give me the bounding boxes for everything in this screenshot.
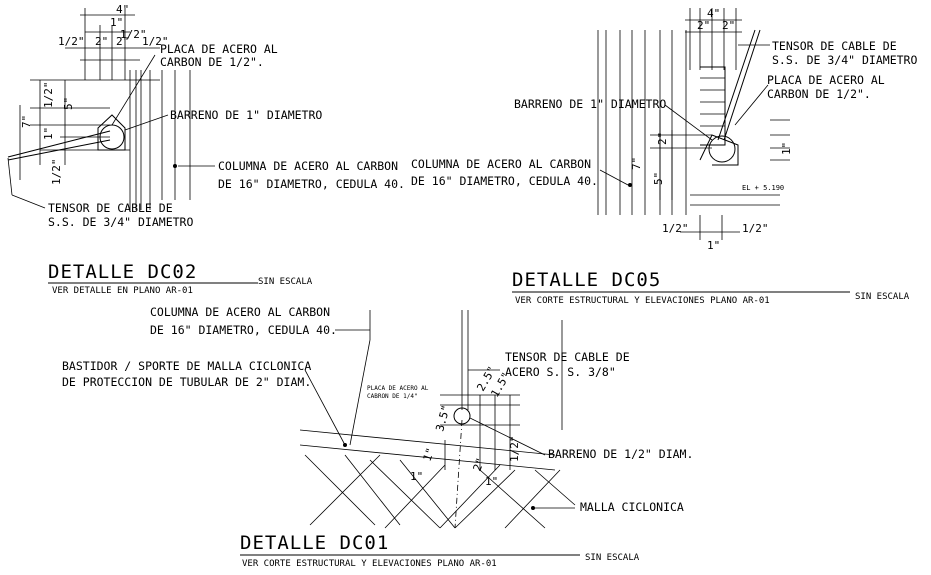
dc02-column-label-1: COLUMNA DE ACERO AL CARBON xyxy=(218,159,398,173)
dc01-dim-35: 3.5" xyxy=(433,404,452,433)
dc05-dimension-lines xyxy=(650,8,790,240)
dc01-column xyxy=(369,310,563,430)
dc02-dim-half-b: 1/2" xyxy=(142,35,169,48)
dc01-dim-1a: 1" xyxy=(421,446,438,463)
dc02-title: DETALLE DC02 xyxy=(48,261,197,283)
dc02-dimension-lines xyxy=(19,8,160,180)
dc01-plate-label-1: PLACA DE ACERO AL xyxy=(367,385,429,392)
dc01-mesh-label: MALLA CICLONICA xyxy=(580,500,684,514)
dc01-frame-label-2: DE PROTECCION DE TUBULAR DE 2" DIAM. xyxy=(62,375,311,389)
dc05-dim-1v: 1" xyxy=(780,142,793,155)
dc02-hole-leader xyxy=(124,114,169,131)
dc02-dim-2a: 2" xyxy=(95,35,108,48)
dc02-hole-label: BARRENO DE 1" DIAMETRO xyxy=(170,108,322,122)
dc02-dim-half-bottom: 1/2" xyxy=(50,159,63,186)
dc01-reference: VER CORTE ESTRUCTURAL Y ELEVACIONES PLAN… xyxy=(242,559,497,569)
dc05-hole xyxy=(708,135,736,163)
dc01-hole xyxy=(453,407,471,425)
dc01-tensor-label-1: TENSOR DE CABLE DE xyxy=(505,350,630,364)
dc05-column-leader-dot xyxy=(628,183,632,187)
dc02-plate-leader xyxy=(111,54,156,126)
dc05-dim-7: 7" xyxy=(630,157,643,170)
dc02-dim-1: 1" xyxy=(110,16,123,29)
detail-dc02: 4" 1" 2" 2" 1/2" 1/2" 1/2" 1/2" 5" 7" 1"… xyxy=(7,3,405,296)
dc01-mesh-leader-dot xyxy=(531,506,535,510)
dc02-dim-7: 7" xyxy=(20,115,33,128)
detail-dc05: 4" 2" 2" 2" 1" 5" 7" 1/2" 1/2" 1" EL + 5… xyxy=(411,7,917,306)
dc01-title: DETALLE DC01 xyxy=(240,532,389,554)
dc05-cable xyxy=(717,29,761,141)
dc05-dim-half-b: 1/2" xyxy=(742,222,769,235)
dc01-frame-leader-dot xyxy=(343,443,347,447)
dc05-title: DETALLE DC05 xyxy=(512,269,661,291)
dc01-frame-label-1: BASTIDOR / SPORTE DE MALLA CICLONICA xyxy=(62,359,311,373)
dc01-hole-label: BARRENO DE 1/2" DIAM. xyxy=(548,447,693,461)
dc01-dim-half: 1/2" xyxy=(508,436,521,463)
dc02-dim-2b: 2" xyxy=(116,35,129,48)
dc05-dim-2a: 2" xyxy=(697,19,710,32)
dc02-dim-half-a: 1/2" xyxy=(58,35,85,48)
dc01-dim-2: 2" xyxy=(471,456,488,473)
dc02-scale: SIN ESCALA xyxy=(258,277,313,287)
dc01-tensor-label-2: ACERO S. S. 3/8" xyxy=(505,365,616,379)
dc01-column-label-2: DE 16" DIAMETRO, CEDULA 40. xyxy=(150,323,337,337)
dc05-level: EL + 5.190 xyxy=(742,184,784,192)
dc01-dim-1b: 1" xyxy=(410,470,423,483)
dc05-dim-4: 4" xyxy=(707,7,720,20)
dc02-cable xyxy=(7,130,111,209)
dc02-column xyxy=(129,70,191,210)
dc01-mesh xyxy=(299,429,576,529)
dc05-tensor-label-2: S.S. DE 3/4" DIAMETRO xyxy=(772,53,917,67)
dc05-plate xyxy=(690,66,780,206)
dc02-dim-half-v: 1/2" xyxy=(42,82,55,109)
dc05-plate-label-2: CARBON DE 1/2". xyxy=(767,87,871,101)
dc05-hole-label: BARRENO DE 1" DIAMETRO xyxy=(514,97,666,111)
dc05-column-leader xyxy=(599,169,629,186)
dc05-plate-leader xyxy=(734,84,769,126)
dc05-tensor-label-1: TENSOR DE CABLE DE xyxy=(772,39,897,53)
dc01-plate-label-2: CABRON DE 1/4" xyxy=(367,393,418,400)
dc02-dim-4: 4" xyxy=(116,3,129,16)
dc05-column-label-1: COLUMNA DE ACERO AL CARBON xyxy=(411,157,591,171)
dc01-axis xyxy=(454,419,463,529)
dc05-column xyxy=(597,30,687,215)
dc01-hole-leader xyxy=(469,417,546,456)
dc02-column-label-2: DE 16" DIAMETRO, CEDULA 40. xyxy=(218,177,405,191)
dc05-dim-half-a: 1/2" xyxy=(662,222,689,235)
dc02-plate-label-1: PLACA DE ACERO AL xyxy=(160,42,278,56)
dc01-dimension-lines xyxy=(440,394,520,470)
dc05-dim-5: 5" xyxy=(652,172,665,185)
dc01-column-label-1: COLUMNA DE ACERO AL CARBON xyxy=(150,305,330,319)
dc02-plate-label-2: CARBON DE 1/2". xyxy=(160,55,264,69)
dc02-dim-1v: 1" xyxy=(42,127,55,140)
dc05-dim-1: 1" xyxy=(707,239,720,252)
dc02-tensor-label-1: TENSOR DE CABLE DE xyxy=(48,201,173,215)
dc02-tensor-label-2: S.S. DE 3/4" DIAMETRO xyxy=(48,215,193,229)
dc02-reference: VER DETALLE EN PLANO AR-01 xyxy=(52,286,193,296)
dc05-plate-label-1: PLACA DE ACERO AL xyxy=(767,73,885,87)
dc05-column-label-2: DE 16" DIAMETRO, CEDULA 40. xyxy=(411,174,598,188)
dc05-dim-2v: 2" xyxy=(656,132,669,145)
dc02-dim-5: 5" xyxy=(62,97,75,110)
dc02-dim-half-c: 1/2" xyxy=(120,28,147,41)
dc01-scale: SIN ESCALA xyxy=(585,553,640,563)
dc05-hole-leader xyxy=(664,104,713,141)
dc02-column-leader-dot xyxy=(173,164,177,168)
dc05-scale: SIN ESCALA xyxy=(855,292,910,302)
dc05-dim-2b: 2" xyxy=(722,19,735,32)
dc05-reference: VER CORTE ESTRUCTURAL Y ELEVACIONES PLAN… xyxy=(515,296,770,306)
dc01-frame-leader xyxy=(304,369,346,446)
detail-dc01: COLUMNA DE ACERO AL CARBON DE 16" DIAMET… xyxy=(62,305,693,569)
dc01-dim-1c: 1" xyxy=(485,475,498,488)
dc01-column-leader xyxy=(349,339,371,446)
